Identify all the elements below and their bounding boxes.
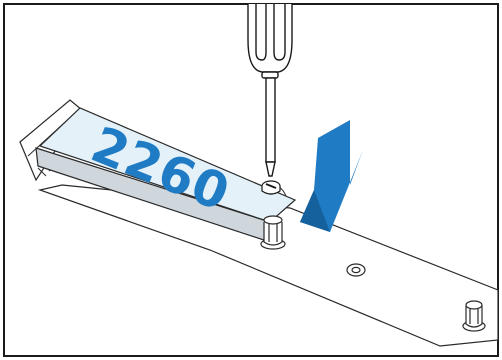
screw-icon: [261, 180, 281, 195]
ssd-surface: [38, 107, 297, 223]
screwdriver-icon: [247, 4, 293, 177]
standoff-icon: [462, 300, 486, 332]
arrow-down-icon: [300, 120, 363, 232]
standoff-icon: [260, 215, 286, 250]
board-screw-hole: [346, 263, 366, 277]
